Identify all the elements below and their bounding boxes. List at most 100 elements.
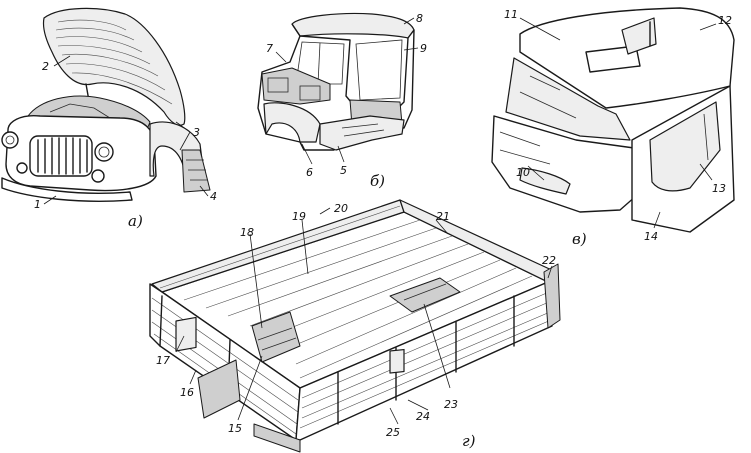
cab-roof [291,12,415,39]
mudguard [181,149,211,193]
callout-24: 24 [416,410,430,423]
radiator-grille [29,135,93,177]
callouts-panel-a: 2 3 4 1 а) [34,55,217,230]
floor-ribs [341,123,385,137]
callout-8: 8 [416,12,423,25]
leader-24 [407,399,429,411]
floor-bracket [389,277,461,313]
caption-g: г) [462,432,476,450]
caption-a: а) [128,212,143,230]
rear-bumper-beam [253,423,301,453]
leader-13 [699,163,713,181]
tailgate-stake-2 [159,295,163,347]
roof-vent [621,17,657,55]
leader-17 [175,335,185,353]
callout-15: 15 [228,422,242,435]
leader-3a [175,121,191,133]
left-headlight-lens [5,135,15,145]
callout-16: 16 [180,386,194,399]
cab-wheel-arch [263,102,321,143]
mudguard-ribs [186,159,208,181]
leader-9 [403,47,419,51]
callout-5: 5 [340,164,347,177]
side-board-grain [299,291,552,429]
grille-recess [519,167,571,195]
leader-18 [249,233,263,329]
hood-hatching [55,19,173,105]
front-lower-c [491,115,637,213]
leader-11 [519,17,561,41]
leader-23 [423,303,451,389]
callout-14: 14 [644,230,658,243]
left-board-grain [159,205,401,289]
callout-12: 12 [718,14,732,27]
tool-box-lines [257,327,297,351]
right-headlight [94,142,114,162]
instrument-hole-2 [299,85,321,101]
callout-10: 10 [516,166,530,179]
caption-v: в) [572,230,587,248]
callout-11: 11 [504,8,518,21]
callout-1: 1 [34,198,41,211]
panel-g-cargo-body [149,199,561,453]
leader-2 [53,55,71,67]
callout-21: 21 [436,210,450,223]
front-bumper [1,177,133,202]
callout-9: 9 [420,42,427,55]
panel-a-front-end [1,7,211,202]
leader-12 [699,23,717,31]
leader-16 [189,369,197,385]
callout-6: 6 [306,166,313,179]
leader-3b [179,131,191,151]
leader-25 [389,407,399,425]
windshield-divider [317,42,321,85]
leader-10 [527,165,545,181]
leader-14 [653,211,661,229]
callout-13: 13 [712,182,726,195]
leader-20 [319,207,331,215]
callout-7: 7 [266,42,273,55]
callout-3: 3 [193,126,200,139]
panel-c-cab [491,7,735,233]
leader-5 [337,145,345,163]
left-fog-lamp [16,162,28,174]
right-side-board [295,281,553,441]
leader-15 [237,355,263,421]
instrument-hole-1 [267,77,289,93]
leader-7 [275,51,287,63]
windshield-c [505,57,631,141]
right-fog-lamp [91,169,105,183]
callouts-panel-g: 18 19 20 21 22 23 24 25 17 16 15 г) [156,202,556,450]
callout-25: 25 [386,426,400,439]
callout-4: 4 [210,190,217,203]
callout-18: 18 [240,226,254,239]
leader-8 [403,17,415,25]
leader-19 [301,219,309,275]
callout-2: 2 [42,60,49,73]
front-grooves [499,131,551,165]
leader-4 [199,185,209,197]
right-headlight-lens [98,146,110,158]
callout-23: 23 [444,398,458,411]
roof-hatch [585,45,641,73]
callouts-panel-b: 7 8 9 6 5 б) [266,12,427,190]
longitudinal-sill [197,359,241,419]
callout-22: 22 [542,254,556,267]
cab-front-lower [261,67,331,105]
left-headlight [1,131,19,149]
callout-19: 19 [292,210,306,223]
callouts-panel-c: 11 12 10 13 14 в) [504,8,732,248]
cross-members [175,316,405,374]
leader-1 [43,195,57,205]
leader-6 [301,143,313,165]
bracket-detail [403,283,447,301]
front-corner-post [543,263,561,329]
windshield-inner [519,75,577,119]
door-opening-c [649,101,721,192]
door-pillar [703,113,709,161]
caption-b: б) [370,172,385,190]
callout-20: 20 [334,202,348,215]
panel-b-cab-shell [257,12,415,151]
